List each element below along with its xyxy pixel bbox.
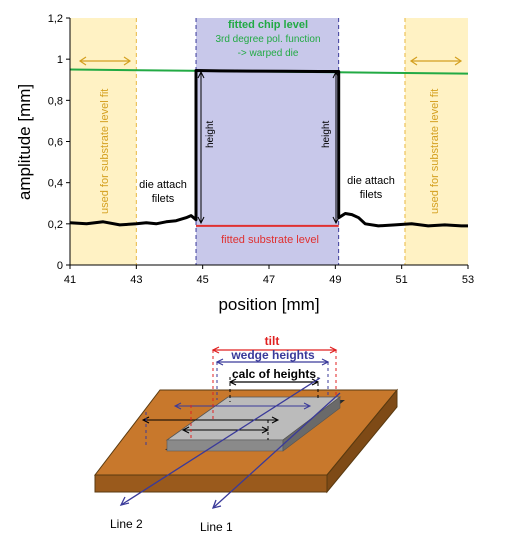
chip-level-label: fitted chip level [228,19,308,31]
x-tick-label-4: 49 [329,274,341,286]
y-tick-label-4: 0,8 [48,95,63,107]
x-tick-label-5: 51 [396,274,408,286]
x-tick-label-1: 43 [130,274,142,286]
die-attach-left-line1: die attach [139,179,187,191]
height-arrow-right [332,70,340,225]
calc-heights-label: calc of heights [232,367,316,381]
die-attach-left-line2: filets [152,193,175,205]
tilt-arrow [211,346,338,354]
die-attach-right-line2: filets [360,189,383,201]
chip-level-note: -> warped die [238,48,299,59]
height-label-right: height [321,121,332,148]
y-tick-label-2: 0,4 [48,178,63,190]
x-tick-label-3: 47 [263,274,275,286]
calc-arrow [228,378,320,386]
right-region-arrow [409,56,463,66]
chip-level-function: 3rd degree pol. function [215,34,320,45]
substrate-front [94,474,328,493]
height-arrow-left [197,70,205,225]
y-axis-label: amplitude [mm] [15,84,34,200]
tilt-label: tilt [265,334,280,348]
wedge-arrow [215,358,330,366]
die-attach-right-line1: die attach [347,175,395,187]
die-front [166,439,284,452]
line2-label: Line 2 [110,517,143,531]
substrate-side [326,388,398,494]
height-label-left: height [205,121,216,148]
substrate-fit-label-left: used for substrate level fit [99,89,111,214]
wedge-heights-label: wedge heights [230,348,315,362]
left-region-arrow [78,56,132,66]
line1-arrow [211,392,341,509]
y-tick-label-3: 0,6 [48,137,63,149]
die-side [282,396,341,452]
y-tick-label-6: 1,2 [48,13,63,25]
substrate-level-label: fitted substrate level [221,234,319,246]
y-tick-label-0: 0 [57,260,63,272]
substrate-fit-label-right: used for substrate level fit [429,89,441,214]
calc-dashes [229,377,319,440]
amplitude-chart: 0 0,2 0,4 0,6 0,8 1 1,2 41 43 45 47 49 51 53 amplitu… [15,13,474,314]
tilt-dashes [190,350,337,438]
region-1 [196,18,339,265]
x-axis-label: position [mm] [218,295,319,314]
x-tick-label-6: 53 [462,274,474,286]
line2-arrow [119,377,321,506]
wedge-dashes [145,362,329,445]
y-tick-label-5: 1 [57,54,63,66]
y-tick-label-1: 0,2 [48,219,63,231]
x-tick-label-0: 41 [64,274,76,286]
inner-arrows [141,402,312,434]
die-substrate-diagram: tilt wedge heights calc of heights Line … [93,334,399,534]
line1-label: Line 1 [200,520,233,534]
series-measured-profile [69,69,468,228]
x-tick-label-2: 45 [197,274,209,286]
